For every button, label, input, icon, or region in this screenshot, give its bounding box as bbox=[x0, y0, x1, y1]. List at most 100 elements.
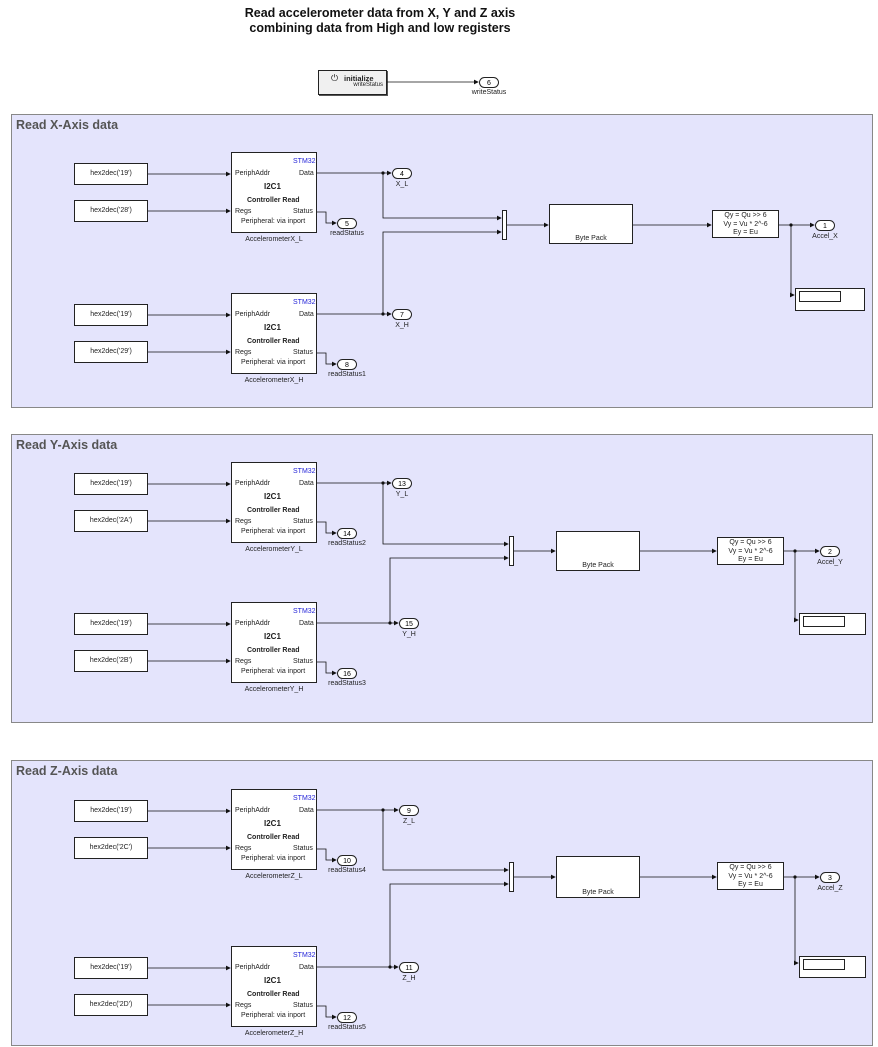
outport[interactable]: 7 bbox=[392, 309, 412, 320]
constant-block[interactable]: hex2dec('19') bbox=[74, 163, 148, 185]
constant-block[interactable]: hex2dec('2B') bbox=[74, 650, 148, 672]
outport-label: readStatus5 bbox=[328, 1024, 366, 1031]
via-label: Peripheral: via inport bbox=[241, 359, 306, 366]
constant-block[interactable]: hex2dec('2C') bbox=[74, 837, 148, 859]
mux-block[interactable] bbox=[509, 862, 514, 892]
port-label: PeriphAddr bbox=[235, 170, 271, 177]
port-label: Data bbox=[299, 807, 314, 814]
outport[interactable]: 13 bbox=[392, 478, 412, 489]
outport-label: Y_L bbox=[395, 491, 409, 498]
initialize-port-label: writeStatus bbox=[353, 82, 383, 88]
area-section-2: Read Z-Axis data bbox=[11, 760, 873, 1046]
outport-label: Accel_Y bbox=[817, 559, 843, 566]
outport[interactable]: 10 bbox=[337, 855, 357, 866]
outport-label: readStatus4 bbox=[328, 867, 366, 874]
outport[interactable]: 12 bbox=[337, 1012, 357, 1023]
outport[interactable]: 15 bbox=[399, 618, 419, 629]
port-label: Data bbox=[299, 170, 314, 177]
display-block[interactable] bbox=[795, 288, 865, 311]
mode-label: Controller Read bbox=[247, 647, 300, 654]
mux-block[interactable] bbox=[509, 536, 514, 566]
port-label: Status bbox=[293, 349, 313, 356]
conv-line: Qy = Qu >> 6 bbox=[724, 212, 767, 219]
byte-pack-label: Byte Pack bbox=[575, 235, 607, 242]
outport-label: Z_H bbox=[402, 975, 416, 982]
outport-accel[interactable]: 1 bbox=[815, 220, 835, 231]
constant-block[interactable]: hex2dec('19') bbox=[74, 800, 148, 822]
outport[interactable]: 8 bbox=[337, 359, 357, 370]
constant-block[interactable]: hex2dec('28') bbox=[74, 200, 148, 222]
conv-line: Qy = Qu >> 6 bbox=[729, 539, 772, 546]
constant-block[interactable]: hex2dec('29') bbox=[74, 341, 148, 363]
block-name: AccelerometerX_H bbox=[244, 377, 304, 384]
port-label: PeriphAddr bbox=[235, 620, 271, 627]
initialize-block[interactable]: ⏻ initialize writeStatus bbox=[318, 70, 387, 95]
diagram-title-line-2: combining data from High and low registe… bbox=[249, 21, 511, 35]
mux-block[interactable] bbox=[502, 210, 507, 240]
initialize-label: initialize bbox=[344, 74, 374, 83]
outport[interactable]: 11 bbox=[399, 962, 419, 973]
outport-writeStatus[interactable]: 6 bbox=[479, 77, 499, 88]
port-label: PeriphAddr bbox=[235, 480, 271, 487]
constant-block[interactable]: hex2dec('19') bbox=[74, 613, 148, 635]
display-block[interactable] bbox=[799, 956, 866, 978]
vendor-label: STM32 bbox=[293, 608, 316, 615]
outport-accel[interactable]: 2 bbox=[820, 546, 840, 557]
mode-label: Controller Read bbox=[247, 197, 300, 204]
port-label: Status bbox=[293, 845, 313, 852]
port-label: Status bbox=[293, 658, 313, 665]
display-block[interactable] bbox=[799, 613, 866, 635]
peripheral-label: I2C1 bbox=[264, 182, 281, 191]
peripheral-label: I2C1 bbox=[264, 492, 281, 501]
constant-block[interactable]: hex2dec('19') bbox=[74, 957, 148, 979]
vendor-label: STM32 bbox=[293, 468, 316, 475]
conv-line: Ey = Eu bbox=[738, 556, 763, 563]
outport[interactable]: 5 bbox=[337, 218, 357, 229]
outport-accel[interactable]: 3 bbox=[820, 872, 840, 883]
byte-pack-block[interactable]: Byte Pack bbox=[556, 856, 640, 898]
outport-label: readStatus3 bbox=[328, 680, 366, 687]
outport[interactable]: 14 bbox=[337, 528, 357, 539]
port-label: Data bbox=[299, 480, 314, 487]
outport[interactable]: 16 bbox=[337, 668, 357, 679]
vendor-label: STM32 bbox=[293, 952, 316, 959]
block-name: AccelerometerZ_H bbox=[244, 1030, 304, 1037]
outport-label: Accel_X bbox=[812, 233, 838, 240]
conv-line: Vy = Vu * 2^-6 bbox=[728, 872, 773, 880]
byte-pack-block[interactable]: Byte Pack bbox=[556, 531, 640, 571]
conv-line: Qy = Qu >> 6 bbox=[729, 864, 772, 871]
area-section-0: Read X-Axis data bbox=[11, 114, 873, 408]
port-label: Status bbox=[293, 1002, 313, 1009]
diagram-title-line-1: Read accelerometer data from X, Y and Z … bbox=[244, 6, 516, 20]
outport-label: readStatus2 bbox=[328, 540, 366, 547]
port-label: Data bbox=[299, 620, 314, 627]
display-value-box bbox=[799, 291, 841, 302]
outport[interactable]: 4 bbox=[392, 168, 412, 179]
byte-pack-block[interactable]: Byte Pack bbox=[549, 204, 633, 244]
constant-block[interactable]: hex2dec('2A') bbox=[74, 510, 148, 532]
constant-block[interactable]: hex2dec('19') bbox=[74, 473, 148, 495]
area-title: Read Z-Axis data bbox=[16, 764, 118, 778]
via-label: Peripheral: via inport bbox=[241, 668, 306, 675]
via-label: Peripheral: via inport bbox=[241, 855, 306, 862]
mode-label: Controller Read bbox=[247, 834, 300, 841]
port-label: Data bbox=[299, 311, 314, 318]
peripheral-label: I2C1 bbox=[264, 819, 281, 828]
outport[interactable]: 9 bbox=[399, 805, 419, 816]
constant-block[interactable]: hex2dec('19') bbox=[74, 304, 148, 326]
peripheral-label: I2C1 bbox=[264, 323, 281, 332]
port-label: Regs bbox=[235, 208, 252, 215]
conv-line: Vy = Vu * 2^-6 bbox=[728, 547, 773, 555]
constant-block[interactable]: hex2dec('2D') bbox=[74, 994, 148, 1016]
peripheral-label: I2C1 bbox=[264, 632, 281, 641]
